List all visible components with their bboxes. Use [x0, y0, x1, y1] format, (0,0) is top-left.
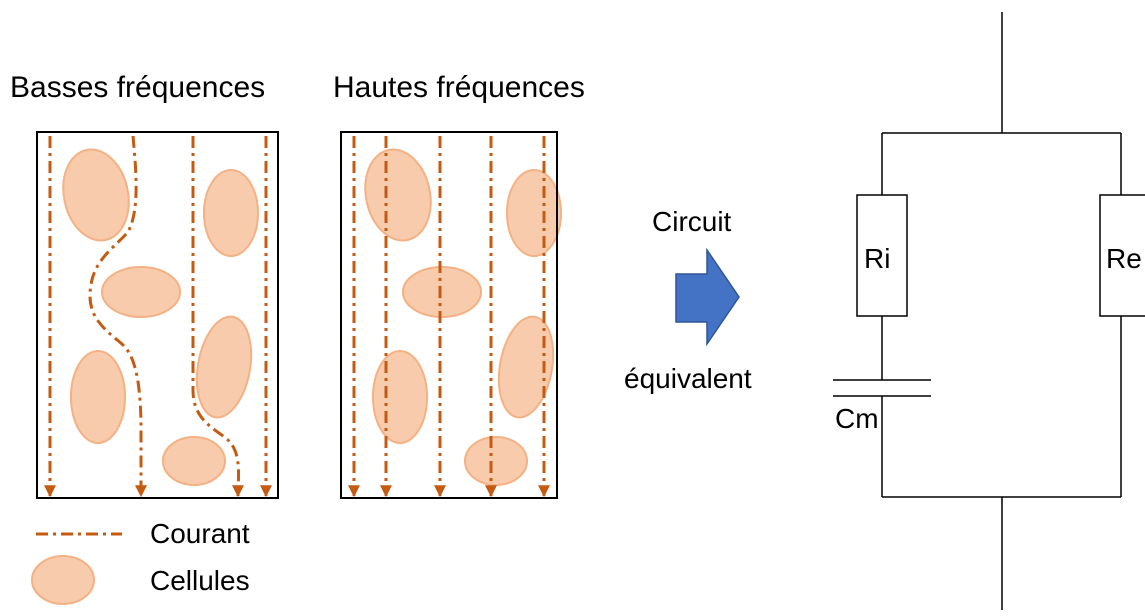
resistor-ri-label: Ri [864, 243, 890, 274]
cell [101, 266, 181, 318]
ellipse-cell-icon [31, 555, 95, 605]
cell [70, 350, 126, 444]
low-frequency-panel [36, 131, 279, 499]
arrow-label-circuit: Circuit [652, 206, 732, 237]
cell [364, 148, 432, 242]
title-low-frequency: Basses fréquences [10, 71, 265, 104]
legend: Courant Cellules [31, 518, 250, 605]
current-lines-low [44, 135, 272, 498]
cell [195, 315, 253, 419]
cell [162, 436, 226, 486]
low-frequency-frame [36, 131, 279, 499]
high-frequency-panel [340, 131, 562, 499]
resistor-re-label: Re [1106, 243, 1142, 274]
right-block-arrow-icon [675, 247, 740, 347]
cell [62, 148, 130, 242]
cell [464, 436, 528, 486]
cell [506, 169, 562, 257]
cell [497, 315, 555, 419]
resistor-re [1099, 194, 1145, 317]
cells-low [62, 148, 259, 486]
arrow-label-equivalent: équivalent [624, 363, 752, 394]
high-frequency-frame [340, 131, 558, 499]
cell [203, 169, 259, 257]
cells-high [364, 148, 562, 486]
title-high-frequency: Hautes fréquences [333, 71, 585, 104]
current-lines-high [348, 136, 550, 498]
legend-cells-label: Cellules [150, 565, 250, 596]
equivalent-circuit [833, 12, 1145, 610]
legend-current-label: Courant [150, 518, 250, 549]
cell [372, 350, 428, 444]
current-line [191, 136, 245, 498]
capacitor-cm-label: Cm [835, 403, 879, 434]
cell [402, 266, 482, 318]
